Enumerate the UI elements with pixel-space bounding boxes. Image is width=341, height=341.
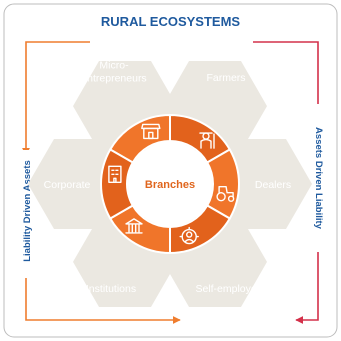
center-ring: Branches bbox=[100, 113, 240, 255]
bottom-left-arrow bbox=[25, 268, 181, 324]
tractor-icon bbox=[216, 185, 235, 202]
corporate-icon bbox=[108, 165, 122, 184]
segment-label: Self-employed bbox=[195, 283, 262, 295]
institution-icon bbox=[125, 218, 143, 234]
segment-label: Dealers bbox=[255, 179, 291, 191]
segment-label: Farmers bbox=[206, 72, 245, 84]
right-side-label: Assets Driven Liability bbox=[313, 127, 324, 230]
outer-frame bbox=[3, 3, 338, 338]
segment-labels: Micro-entrepreneurs FarmersDealersSelf-em… bbox=[44, 60, 291, 296]
segment-label: Corporate bbox=[44, 179, 91, 191]
left-side-label: Liability Driven Assets bbox=[22, 160, 33, 262]
diagram-title: RURAL ECOSYSTEMS bbox=[101, 14, 240, 29]
segment-label: Institutions bbox=[86, 283, 136, 295]
self-employed-icon bbox=[179, 226, 199, 245]
segment-label: Micro-entrepreneurs bbox=[81, 60, 146, 85]
center-label: Branches bbox=[145, 179, 195, 191]
ring-segment bbox=[100, 148, 135, 220]
farmer-icon bbox=[199, 132, 215, 149]
shop-icon bbox=[141, 123, 161, 140]
top-left-arrow bbox=[22, 41, 90, 156]
center-disc bbox=[128, 142, 212, 226]
right-label-backdrop bbox=[311, 104, 327, 252]
